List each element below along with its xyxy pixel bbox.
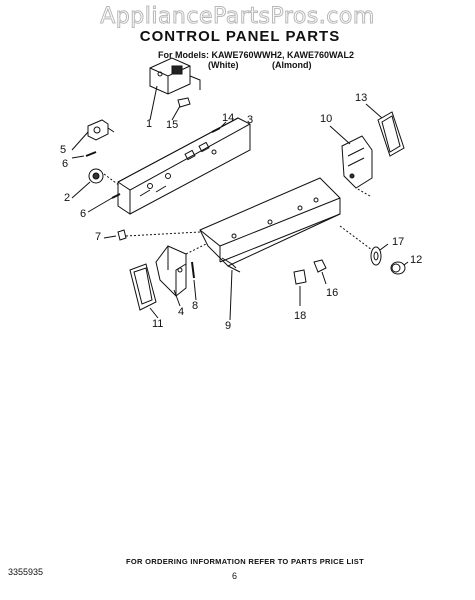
models-line: For Models: KAWE760WWH2, KAWE760WAL2 <box>158 50 355 60</box>
document-number: 3355935 <box>8 567 44 577</box>
part-label: 15 <box>166 119 179 131</box>
part-label: 12 <box>410 254 423 266</box>
part-label: 13 <box>355 92 368 104</box>
part-label: 4 <box>178 306 185 318</box>
part-15-small-knob <box>177 97 191 108</box>
page-title: CONTROL PANEL PARTS <box>139 28 341 45</box>
part-17-washer <box>370 246 382 266</box>
ordering-info-note: FOR ORDERING INFORMATION REFER TO PARTS … <box>126 557 364 566</box>
part-label: 1 <box>146 118 153 130</box>
console-body <box>199 177 341 273</box>
part-label: 6 <box>62 158 69 170</box>
color-white-label: (White) <box>208 60 239 70</box>
part-label: 8 <box>192 300 199 312</box>
color-almond-label: (Almond) <box>272 60 312 70</box>
control-panel-bracket <box>117 117 251 215</box>
part-11-cover <box>129 263 157 311</box>
part-label: 3 <box>247 114 254 126</box>
part-2-rotary-switch <box>88 168 104 184</box>
part-label: 17 <box>392 236 405 248</box>
part-7-clip <box>117 229 127 241</box>
part-10-endcap <box>341 135 373 189</box>
part-label: 6 <box>80 208 87 220</box>
part-4-bracket <box>155 245 187 297</box>
part-12-cap <box>390 261 406 275</box>
part-label: 2 <box>64 192 71 204</box>
part-label: 18 <box>294 310 307 322</box>
part-5-switch <box>87 119 115 141</box>
part-label: 16 <box>326 287 339 299</box>
part-label: 11 <box>152 318 164 330</box>
part-label: 7 <box>95 231 102 243</box>
part-label: 9 <box>225 320 232 332</box>
watermark-logo-text: AppliancePartsPros.com <box>100 4 375 30</box>
part-16-nut <box>313 259 327 273</box>
part-label: 10 <box>320 113 333 125</box>
part-label: 5 <box>60 144 67 156</box>
part-label: 14 <box>222 112 235 124</box>
part-18-nut <box>293 269 307 285</box>
part-1-timer-switch <box>149 57 201 95</box>
part-13-trim <box>377 111 405 157</box>
page-number: 6 <box>232 571 238 581</box>
